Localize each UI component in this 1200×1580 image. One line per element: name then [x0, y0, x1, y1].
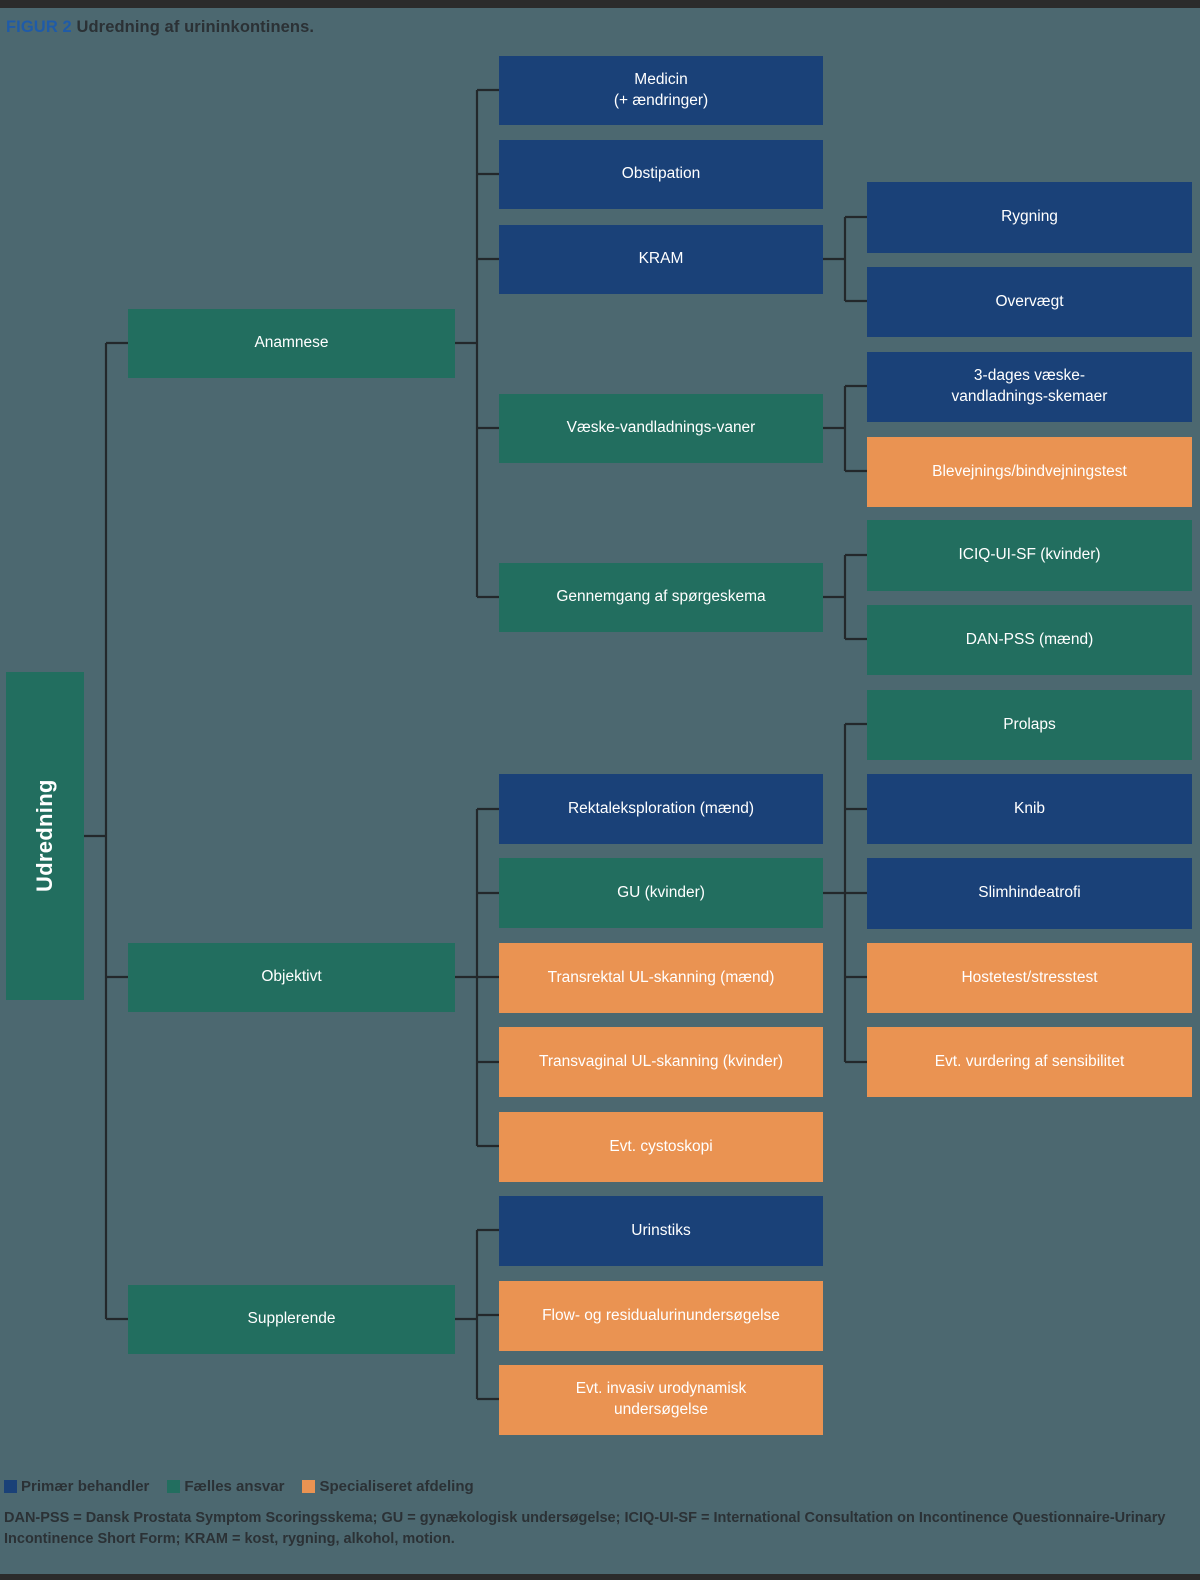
node-rektaleksploration[interactable]: Rektaleksploration (mænd)	[499, 774, 823, 844]
legend-item-primaer-behandler: Primær behandler	[4, 1478, 149, 1495]
node-label: Evt. vurdering af sensibilitet	[934, 1052, 1125, 1070]
node-medicin[interactable]: Medicin(+ ændringer)	[499, 56, 823, 125]
legend-swatch-orange	[302, 1480, 316, 1493]
node-knib[interactable]: Knib	[867, 774, 1192, 844]
node-evt-cystoskopi[interactable]: Evt. cystoskopi	[499, 1112, 823, 1182]
node-label: Hostetest/stresstest	[961, 968, 1098, 986]
node-3-dages-vaeske-vandladnings-skemaer[interactable]: 3-dages væske-vandladnings-skemaer	[867, 352, 1192, 422]
node-label: Væske-vandladnings-vaner	[566, 419, 756, 437]
legend-item-specialiseret-afdeling: Specialiseret afdeling	[302, 1478, 474, 1495]
top-rule	[0, 0, 1200, 8]
node-udredning[interactable]: Udredning	[6, 672, 84, 1000]
node-flow-og-residualurinundersoegelse[interactable]: Flow- og residualurinundersøgelse	[499, 1281, 823, 1351]
node-label: KRAM	[638, 250, 684, 268]
node-label: Flow- og residualurinundersøgelse	[542, 1306, 780, 1324]
node-supplerende[interactable]: Supplerende	[128, 1285, 455, 1354]
legend: Primær behandler Fælles ansvar Specialis…	[4, 1478, 492, 1495]
legend-label: Specialiseret afdeling	[319, 1478, 474, 1495]
node-gennemgang-af-spoergeskema[interactable]: Gennemgang af spørgeskema	[499, 563, 823, 632]
node-overvaegt[interactable]: Overvægt	[867, 267, 1192, 337]
node-label: Obstipation	[621, 165, 701, 183]
node-label: Udredning	[32, 779, 58, 893]
bottom-rule	[0, 1574, 1200, 1580]
node-dan-pss-maend[interactable]: DAN-PSS (mænd)	[867, 605, 1192, 675]
node-label: Evt. cystoskopi	[609, 1137, 713, 1155]
node-label: GU (kvinder)	[617, 883, 705, 901]
node-evt-vurdering-af-sensibilitet[interactable]: Evt. vurdering af sensibilitet	[867, 1027, 1192, 1097]
node-prolaps[interactable]: Prolaps	[867, 690, 1192, 760]
node-label: Anamnese	[254, 334, 329, 352]
node-label: Rektaleksploration (mænd)	[567, 799, 755, 817]
node-label: Supplerende	[247, 1310, 336, 1328]
node-hostetest-stresstest[interactable]: Hostetest/stresstest	[867, 943, 1192, 1013]
footnote-abbreviations: DAN-PSS = Dansk Prostata Symptom Scoring…	[4, 1510, 1166, 1548]
node-gu-kvinder[interactable]: GU (kvinder)	[499, 858, 823, 928]
legend-swatch-blue	[4, 1480, 17, 1493]
node-label: Objektivt	[261, 968, 322, 986]
node-label: Gennemgang af spørgeskema	[556, 588, 766, 606]
figure-caption: FIGUR 2 Udredning af urininkontinens.	[6, 18, 314, 37]
node-label: Prolaps	[1003, 715, 1056, 733]
node-label: Knib	[1013, 799, 1046, 817]
node-rygning[interactable]: Rygning	[867, 182, 1192, 253]
node-label: Medicin(+ ændringer)	[613, 70, 709, 109]
node-vaeske-vandladnings-vaner[interactable]: Væske-vandladnings-vaner	[499, 394, 823, 463]
node-urinstiks[interactable]: Urinstiks	[499, 1196, 823, 1266]
node-label: Urinstiks	[631, 1221, 691, 1239]
node-transrektal-ul-skanning[interactable]: Transrektal UL-skanning (mænd)	[499, 943, 823, 1013]
node-slimhindeatrofi[interactable]: Slimhindeatrofi	[867, 858, 1192, 929]
node-label: ICIQ-UI-SF (kvinder)	[958, 546, 1101, 564]
node-label: Slimhindeatrofi	[978, 884, 1081, 902]
node-objektivt[interactable]: Objektivt	[128, 943, 455, 1012]
node-label: Transvaginal UL-skanning (kvinder)	[538, 1052, 784, 1070]
node-label: Overvægt	[995, 292, 1064, 310]
node-iciq-ui-sf-kvinder[interactable]: ICIQ-UI-SF (kvinder)	[867, 520, 1192, 591]
legend-label: Fælles ansvar	[184, 1478, 285, 1495]
figure-number: FIGUR 2	[6, 18, 72, 36]
legend-label: Primær behandler	[21, 1478, 150, 1495]
node-label: DAN-PSS (mænd)	[965, 630, 1094, 648]
node-label: 3-dages væske-vandladnings-skemaer	[951, 367, 1108, 405]
node-blevejnings-bindvejningstest[interactable]: Blevejnings/bindvejningstest	[867, 437, 1192, 507]
node-label: Transrektal UL-skanning (mænd)	[547, 968, 775, 986]
figure-title: Udredning af urininkontinens.	[76, 18, 315, 36]
node-obstipation[interactable]: Obstipation	[499, 140, 823, 209]
node-anamnese[interactable]: Anamnese	[128, 309, 455, 378]
node-label: Rygning	[1001, 208, 1058, 226]
node-transvaginal-ul-skanning[interactable]: Transvaginal UL-skanning (kvinder)	[499, 1027, 823, 1097]
node-kram[interactable]: KRAM	[499, 225, 823, 294]
legend-swatch-green	[167, 1480, 181, 1493]
node-label: Blevejnings/bindvejningstest	[932, 462, 1127, 480]
legend-item-faelles-ansvar: Fælles ansvar	[167, 1478, 284, 1495]
